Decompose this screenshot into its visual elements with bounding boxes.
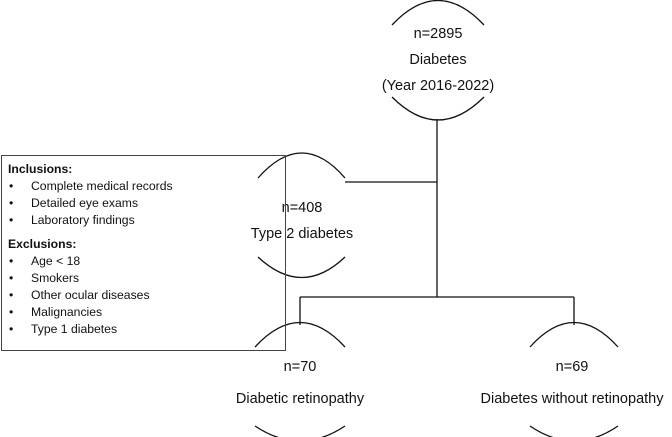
left-outcome-node: n=70 Diabetic retinopathy xyxy=(228,354,372,412)
excluded-node-arc-upper xyxy=(257,152,346,179)
inclusions-list: Complete medical records Detailed eye ex… xyxy=(8,178,285,229)
excluded-node-count: n=408 xyxy=(281,200,323,216)
exclusion-item: Type 1 diabetes xyxy=(8,321,285,338)
top-node: n=2895 Diabetes (Year 2016-2022) xyxy=(368,21,508,99)
top-node-sublabel: (Year 2016-2022) xyxy=(381,78,495,94)
criteria-box: Inclusions: Complete medical records Det… xyxy=(1,155,286,351)
top-node-count: n=2895 xyxy=(413,26,463,42)
exclusions-title: Exclusions: xyxy=(8,237,77,251)
excluded-node-label: Type 2 diabetes xyxy=(250,226,354,242)
exclusion-item: Smokers xyxy=(8,270,285,287)
right-node-label: Diabetes without retinopathy xyxy=(480,391,664,407)
left-node-count: n=70 xyxy=(283,359,317,375)
exclusion-item: Other ocular diseases xyxy=(8,287,285,304)
right-outcome-node: n=69 Diabetes without retinopathy xyxy=(474,354,670,412)
exclusion-item: Malignancies xyxy=(8,304,285,321)
top-node-label: Diabetes xyxy=(409,52,467,68)
top-node-arc-upper xyxy=(391,0,485,26)
inclusion-item: Detailed eye exams xyxy=(8,195,285,212)
inclusions-title: Inclusions: xyxy=(8,162,73,176)
right-node-count: n=69 xyxy=(555,359,589,375)
left-node-arc-lower xyxy=(254,425,346,437)
left-node-label: Diabetic retinopathy xyxy=(235,391,365,407)
right-node-arc-upper xyxy=(529,322,619,348)
exclusion-item: Age < 18 xyxy=(8,253,285,270)
right-node-arc-lower xyxy=(529,425,619,437)
inclusion-item: Complete medical records xyxy=(8,178,285,195)
inclusion-item: Laboratory findings xyxy=(8,212,285,229)
top-node-arc-lower xyxy=(391,96,485,121)
excluded-node: n=408 Type 2 diabetes xyxy=(236,195,368,247)
exclusions-list: Age < 18 Smokers Other ocular diseases M… xyxy=(8,253,285,338)
